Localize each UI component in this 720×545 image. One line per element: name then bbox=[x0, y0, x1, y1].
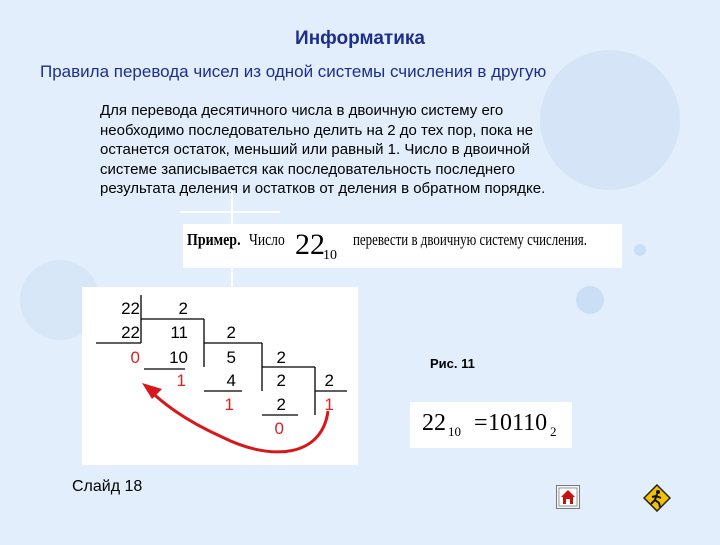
home-icon bbox=[558, 487, 578, 507]
example-word: Число bbox=[249, 230, 285, 249]
example-task: перевести в двоичную систему счисления. bbox=[353, 230, 587, 249]
result-from-base: 10 bbox=[448, 424, 461, 439]
product-4: 2 bbox=[276, 395, 286, 414]
quotient-2: 5 bbox=[226, 348, 236, 367]
slide-number: Слайд 18 bbox=[72, 478, 143, 495]
dividend-1: 22 bbox=[121, 299, 140, 318]
quotient-3: 2 bbox=[276, 371, 286, 390]
product-1: 22 bbox=[121, 323, 140, 342]
page-subtitle: Правила перевода чисел из одной системы … bbox=[40, 62, 547, 81]
divisor-2: 2 bbox=[226, 323, 236, 342]
home-button[interactable] bbox=[556, 485, 580, 509]
figure-caption: Рис. 11 bbox=[430, 356, 475, 371]
result-number: 22 bbox=[422, 410, 446, 436]
result-equals: = bbox=[474, 410, 488, 436]
rule-paragraph: Для перевода десятичного числа в двоичну… bbox=[100, 101, 660, 199]
quotient-1: 11 bbox=[170, 323, 188, 342]
rule-line: необходимо последовательно делить на 2 д… bbox=[100, 121, 534, 139]
product-3: 4 bbox=[226, 371, 236, 390]
remainder-2: 1 bbox=[176, 371, 186, 390]
remainder-4: 0 bbox=[274, 419, 284, 438]
rule-line: Для перевода десятичного числа в двоичну… bbox=[100, 102, 504, 119]
result-binary: 10110 bbox=[488, 410, 548, 436]
long-division-figure: 22 2 22 11 0 2 10 5 1 2 4 2 1 2 2 1 0 bbox=[82, 287, 358, 465]
result-box: 22 10 = 10110 2 bbox=[410, 402, 572, 448]
divisor-4: 2 bbox=[324, 371, 334, 390]
remainder-3: 1 bbox=[224, 395, 234, 414]
result-to-base: 2 bbox=[550, 424, 557, 439]
last-quotient: 1 bbox=[324, 395, 334, 414]
running-man-exit-icon bbox=[642, 483, 672, 513]
division-lines bbox=[96, 295, 347, 454]
example-box: Пример. Число 22 10 перевести в двоичную… bbox=[183, 224, 622, 268]
rule-line: останется остаток, меньший или равный 1.… bbox=[100, 141, 530, 158]
rule-line: результата деления и остатков от деления… bbox=[100, 180, 546, 197]
exit-button[interactable] bbox=[642, 483, 672, 513]
page-title: Информатика bbox=[295, 28, 425, 49]
product-2: 10 bbox=[169, 348, 188, 367]
remainder-1: 0 bbox=[130, 348, 140, 367]
rule-line: системе записывается как последовательно… bbox=[100, 160, 516, 178]
divisor-3: 2 bbox=[276, 348, 286, 367]
example-number: 22 bbox=[295, 228, 325, 261]
example-base: 10 bbox=[323, 248, 337, 263]
divisor-1: 2 bbox=[178, 299, 188, 318]
example-prefix: Пример. bbox=[187, 230, 241, 249]
